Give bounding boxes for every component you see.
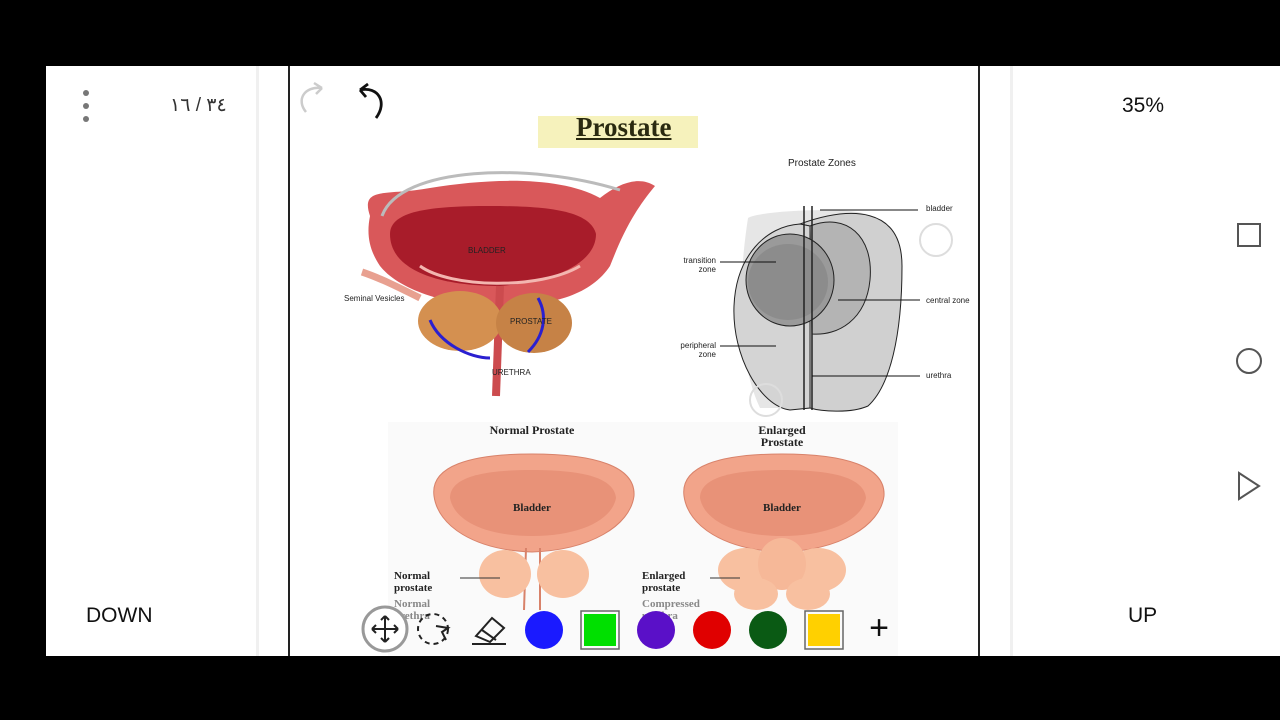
zone-label-transition: transition zone <box>683 256 716 274</box>
normal-prostate-title: Normal Prostate <box>489 423 575 437</box>
move-tool-icon[interactable] <box>360 604 410 654</box>
page-title: Prostate <box>576 112 672 142</box>
zone-label-peripheral: peripheral zone <box>680 341 716 359</box>
recents-square-icon[interactable] <box>1236 222 1262 248</box>
color-green-swatch[interactable] <box>580 610 620 650</box>
document-page[interactable]: Prostate <box>288 66 980 656</box>
down-button[interactable]: DOWN <box>86 604 153 627</box>
label-bladder: BLADDER <box>468 246 506 255</box>
normal-bladder-label: Bladder <box>513 502 551 514</box>
zoom-level: 35% <box>1122 94 1165 117</box>
anatomy-figures <box>360 171 953 656</box>
enlarged-bladder-illustration <box>683 453 885 610</box>
color-yellow-swatch[interactable] <box>804 610 844 650</box>
title-block: Prostate <box>538 112 698 148</box>
page-counter: ٣٤ / ١٦ <box>170 95 227 116</box>
label-seminal-vesicles: Seminal Vesicles <box>344 294 405 303</box>
bladder-anatomy-illustration <box>360 171 655 397</box>
zone-leader-lines <box>720 209 920 377</box>
zone-label-central: central zone <box>926 296 970 305</box>
label-prostate: PROSTATE <box>510 317 552 326</box>
left-panel: ٣٤ / ١٦ DOWN <box>46 66 258 656</box>
color-purple-swatch[interactable] <box>636 610 676 650</box>
zone-label-urethra: urethra <box>926 371 952 380</box>
title-highlight <box>538 116 698 148</box>
home-circle-icon[interactable] <box>1235 347 1263 375</box>
lasso-tool-icon[interactable] <box>416 610 454 648</box>
pdf-annotator-app: ٣٤ / ١٦ DOWN Prostate <box>46 66 1280 656</box>
more-options-icon[interactable] <box>76 90 96 122</box>
enlarged-bladder-label: Bladder <box>763 502 801 514</box>
eraser-tool-icon[interactable] <box>470 610 508 648</box>
add-color-button[interactable]: + <box>869 609 889 647</box>
zone-label-bladder: bladder <box>926 204 953 213</box>
color-red-swatch[interactable] <box>692 610 732 650</box>
undo-icon[interactable] <box>354 78 394 126</box>
prostate-zones-diagram <box>733 206 953 417</box>
normal-prostate-label: Normal prostate <box>394 570 433 594</box>
left-divider <box>256 66 259 656</box>
back-triangle-icon[interactable] <box>1236 471 1262 501</box>
label-urethra: URETHRA <box>492 368 531 377</box>
redo-icon[interactable] <box>290 78 330 122</box>
color-dark-green-swatch[interactable] <box>748 610 788 650</box>
enlarged-prostate-label: Enlarged prostate <box>642 570 686 594</box>
color-blue-swatch[interactable] <box>524 610 564 650</box>
right-divider <box>1010 66 1013 656</box>
drawing-toolbar: + <box>360 604 900 654</box>
zones-title: Prostate Zones <box>788 158 856 169</box>
up-button[interactable]: UP <box>1128 604 1158 627</box>
enlarged-prostate-title: Enlarged Prostate <box>758 423 806 449</box>
normal-bladder-illustration <box>433 453 635 611</box>
